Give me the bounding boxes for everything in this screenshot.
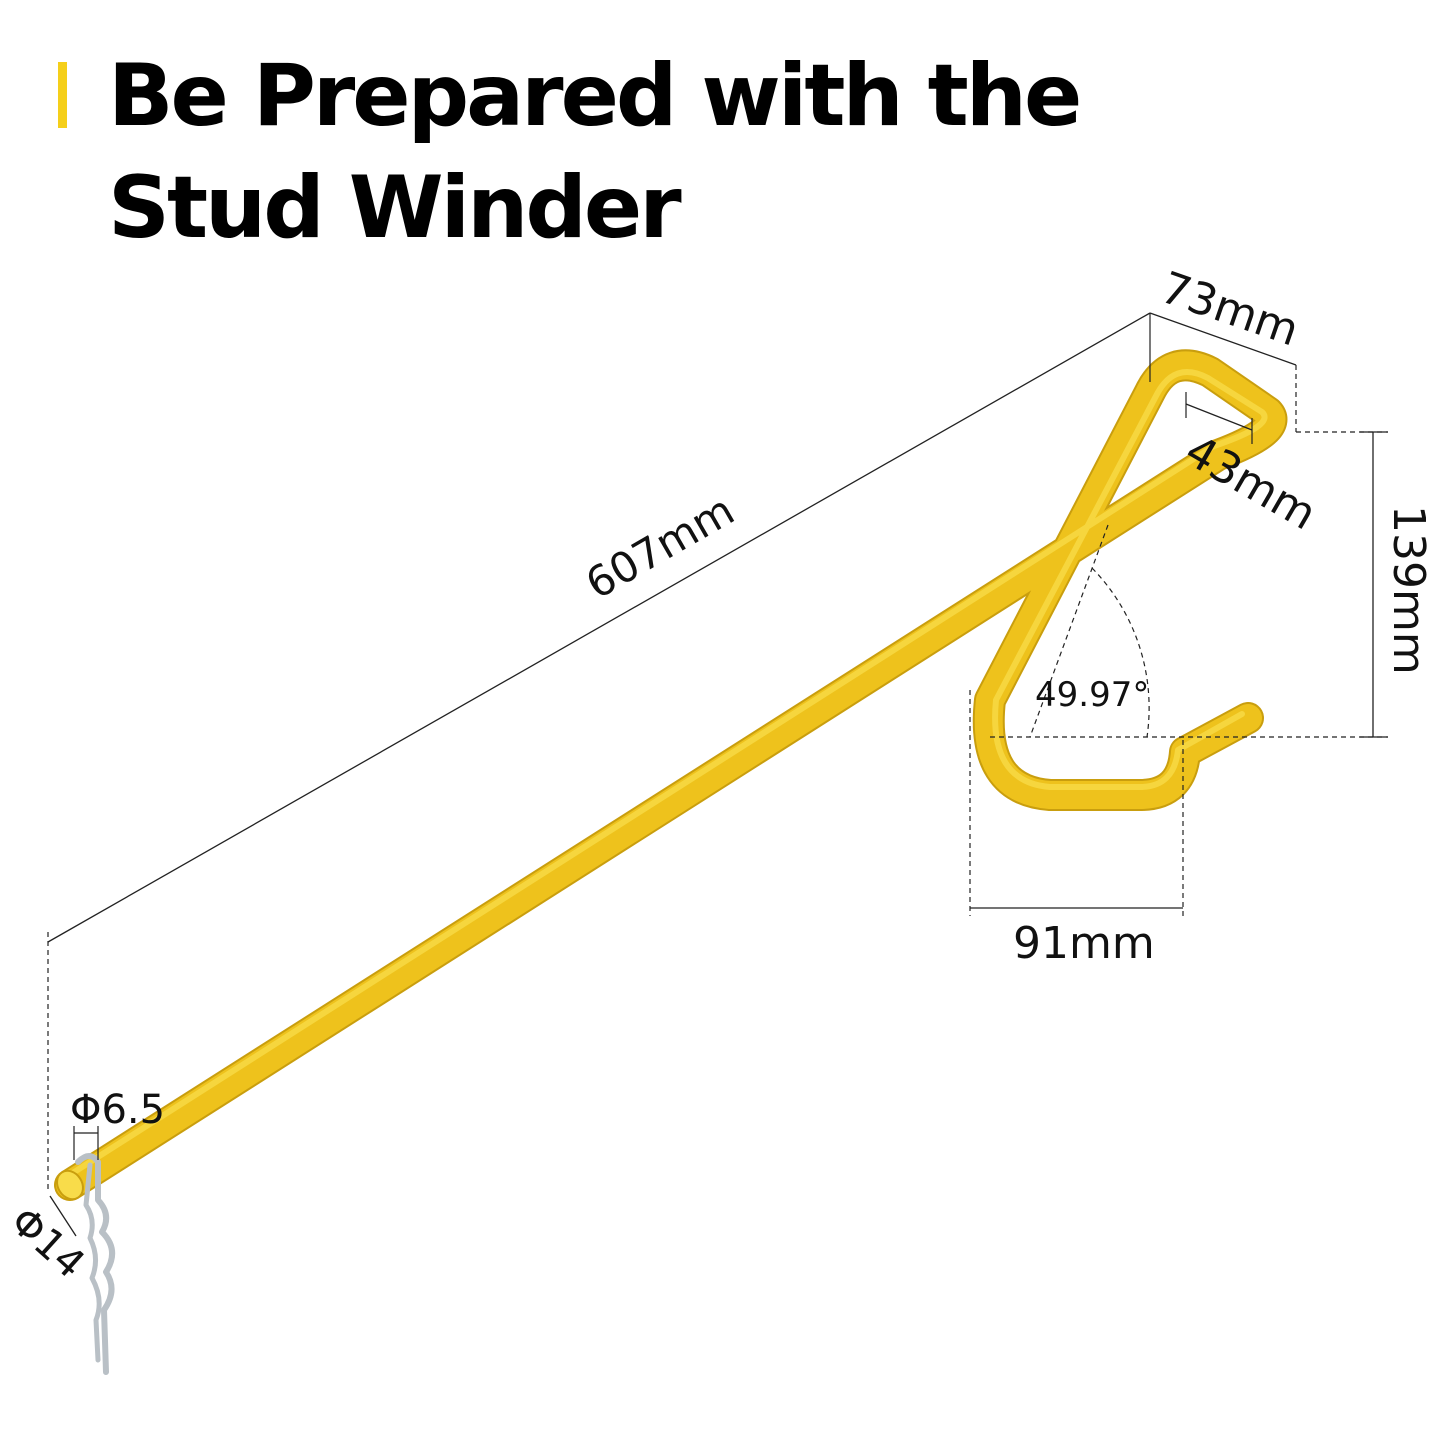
rod-diameter-line <box>49 1195 77 1237</box>
angle-reference-line <box>1029 524 1109 738</box>
inner-width-dimension-line <box>1185 403 1253 431</box>
stud-winder-tool <box>54 349 1288 1201</box>
tool-highlight <box>65 369 1268 1179</box>
hitch-pin <box>75 1153 115 1375</box>
title-line-2: Stud Winder <box>108 158 682 258</box>
angle-label: 49.97° <box>1035 675 1149 715</box>
hitch-pin-leg <box>83 1162 102 1363</box>
title-line-1: Be Prepared with the <box>108 46 1082 146</box>
page-title: Be Prepared with the Stud Winder <box>108 40 1082 264</box>
hitch-pin-wire <box>75 1153 115 1375</box>
accent-bar <box>58 62 67 128</box>
top-width-label: 73mm <box>1154 262 1305 356</box>
dimension-lines <box>47 312 1388 1237</box>
angle-arc <box>1091 567 1150 738</box>
pin-diameter-label: Φ6.5 <box>70 1087 165 1133</box>
length-label: 607mm <box>578 485 743 608</box>
rod-end-cap <box>56 1169 84 1201</box>
length-dimension-line <box>47 312 1151 943</box>
rod-diameter-label: Φ14 <box>1 1198 93 1287</box>
height-label: 139mm <box>1383 505 1430 675</box>
bottom-width-label: 91mm <box>1013 918 1155 969</box>
top-width-dimension-line <box>1149 312 1297 366</box>
tool-body <box>56 351 1286 1199</box>
